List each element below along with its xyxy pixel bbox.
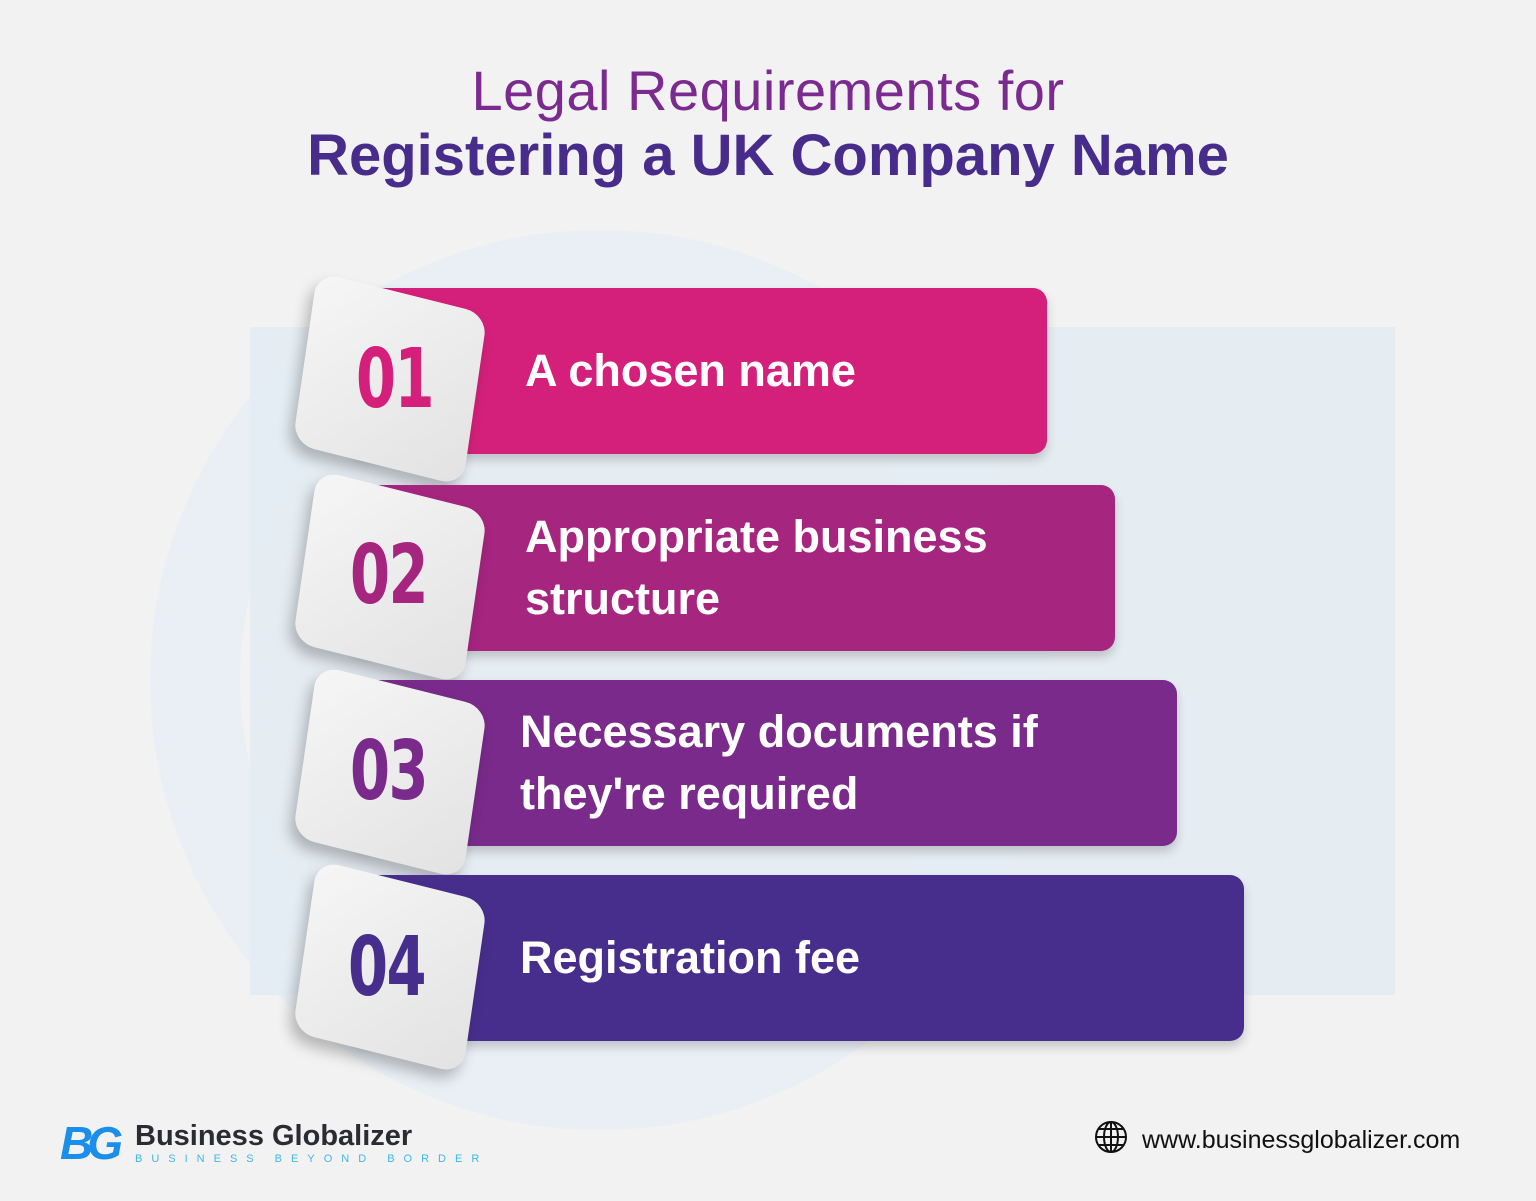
- step-2-number: 02: [350, 528, 429, 623]
- step-1-label: A chosen name: [525, 345, 856, 396]
- globe-icon: [1094, 1120, 1128, 1161]
- step-1-number: 01: [356, 332, 435, 427]
- step-4-label: Registration fee: [520, 932, 861, 983]
- bg-logo-mark: BG: [60, 1117, 123, 1169]
- step-4: Registration fee: [350, 875, 1244, 1041]
- brand-logo: BG Business Globalizer BUSINESS BEYOND B…: [60, 1116, 488, 1170]
- step-3-number: 03: [350, 724, 429, 819]
- step-3: Necessary documents if they're required: [350, 680, 1177, 846]
- step-4-number: 04: [348, 920, 427, 1015]
- website-url[interactable]: www.businessglobalizer.com: [1142, 1126, 1461, 1154]
- title-line-2: Registering a UK Company Name: [307, 123, 1229, 188]
- website[interactable]: www.businessglobalizer.com: [1094, 1120, 1460, 1161]
- step-3-label: Necessary documents if they're required: [520, 706, 1038, 819]
- title-line-1: Legal Requirements for: [471, 59, 1065, 122]
- brand-tagline: BUSINESS BEYOND BORDER: [135, 1153, 489, 1165]
- step-2-label: Appropriate business structure: [525, 511, 988, 624]
- brand-name: Business Globalizer: [135, 1120, 413, 1152]
